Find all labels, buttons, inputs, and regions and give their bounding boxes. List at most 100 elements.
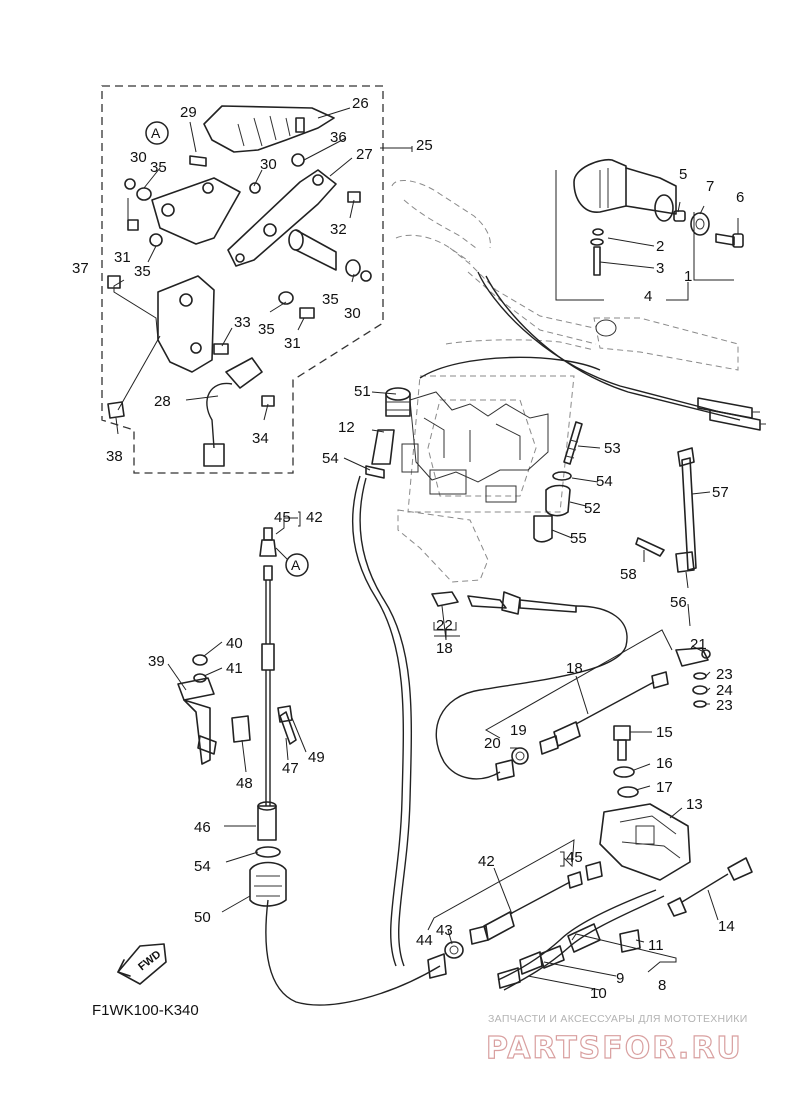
cable-18-upper: [431, 591, 628, 780]
label-28: 28: [154, 393, 171, 410]
part-33-plate: [157, 275, 215, 373]
part-26-cover: [203, 105, 335, 153]
label-25: 25: [416, 137, 433, 154]
label-16: 16: [656, 755, 673, 772]
bracket-39-group: [177, 654, 297, 765]
ref-marker-a-circle-lower: [285, 553, 309, 577]
sensor-14: [667, 857, 753, 917]
watermark-subtitle: ЗАПЧАСТИ И АКСЕССУАРЫ ДЛЯ МОТОТЕХНИКИ: [488, 1013, 748, 1025]
part-27-arm: [227, 169, 337, 267]
label-31-a: 31: [114, 249, 131, 266]
label-17: 17: [656, 779, 673, 796]
label-57: 57: [712, 484, 729, 501]
label-39: 39: [148, 653, 165, 670]
label-54-a: 54: [322, 450, 339, 467]
main-cable-loop-inner: [359, 477, 413, 967]
watermark-brand: PARTSFOR.RU: [486, 1031, 743, 1066]
label-31-b: 31: [284, 335, 301, 352]
label-53: 53: [604, 440, 621, 457]
handlebar-frame: [391, 179, 739, 583]
main-cable-loop: [351, 475, 405, 967]
label-35-c: 35: [258, 321, 275, 338]
label-26: 26: [352, 95, 369, 112]
label-3: 3: [656, 260, 664, 277]
label-5: 5: [679, 166, 687, 183]
lower-cable-harness: [497, 889, 665, 991]
label-4: 4: [644, 288, 652, 305]
cable-42-lower: [427, 861, 603, 979]
part-28-switch-harness: [203, 357, 263, 467]
part-25-bracket: [151, 177, 241, 245]
label-10: 10: [590, 985, 607, 1002]
label-15: 15: [656, 724, 673, 741]
ref-marker-a-text: A: [151, 125, 161, 141]
label-8: 8: [658, 977, 666, 994]
label-50: 50: [194, 909, 211, 926]
label-14: 14: [718, 918, 735, 935]
boot-stack-right: [533, 421, 583, 543]
label-27: 27: [356, 146, 373, 163]
part-36-cylinder: [288, 153, 361, 277]
boot-46-and-base-50: [249, 801, 287, 907]
label-35-a: 35: [150, 159, 167, 176]
grip-screws-and-caps: [590, 210, 744, 276]
part-labels: 1 2 3 4 5 6 7 8 9 10 11 12 13 14 15 16 1…: [72, 95, 744, 1002]
label-13: 13: [686, 796, 703, 813]
label-55: 55: [570, 530, 587, 547]
label-7: 7: [706, 178, 714, 195]
fwd-arrow-icon: [117, 943, 167, 985]
label-32: 32: [330, 221, 347, 238]
label-2: 2: [656, 238, 664, 255]
label-52: 52: [584, 500, 601, 517]
cable-tie-group: [635, 447, 697, 573]
label-36: 36: [330, 129, 347, 146]
label-49: 49: [308, 749, 325, 766]
label-23-b: 23: [716, 697, 733, 714]
cable-18-lower: [495, 647, 711, 781]
cable-42-vertical: [259, 527, 277, 806]
label-47: 47: [282, 760, 299, 777]
label-42-upper: 42: [306, 509, 323, 526]
leader-lines: [113, 107, 739, 991]
label-12: 12: [338, 419, 355, 436]
label-29: 29: [180, 104, 197, 121]
label-6: 6: [736, 189, 744, 206]
label-33: 33: [234, 314, 251, 331]
label-34: 34: [252, 430, 269, 447]
boot-stack-left: [365, 387, 411, 479]
junction-block: [599, 725, 691, 881]
steering-column-detail: [401, 391, 549, 503]
label-51: 51: [354, 383, 371, 400]
ref-marker-a-text-lower: A: [291, 557, 301, 573]
label-54-c: 54: [194, 858, 211, 875]
label-43: 43: [436, 922, 453, 939]
label-19: 19: [510, 722, 527, 739]
label-38: 38: [106, 448, 123, 465]
ref-marker-a-circle: [145, 121, 169, 145]
throttle-cables: [419, 271, 766, 431]
label-1: 1: [684, 268, 692, 285]
lower-left-cable: [265, 899, 441, 1006]
label-45-lower: 45: [566, 849, 583, 866]
label-20: 20: [484, 735, 501, 752]
grip-group-bracket: [555, 170, 734, 301]
label-35-d: 35: [322, 291, 339, 308]
label-22: 22: [436, 617, 453, 634]
label-30-c: 30: [344, 305, 361, 322]
diagram-code: F1WK100-K340: [92, 1002, 199, 1019]
label-30-a: 30: [130, 149, 147, 166]
label-56: 56: [670, 594, 687, 611]
handlebar-grip: [573, 158, 677, 222]
label-11: 11: [648, 937, 664, 954]
label-44: 44: [416, 932, 433, 949]
label-21: 21: [690, 636, 707, 653]
label-23-a: 23: [716, 666, 733, 683]
subassembly-frame: [101, 85, 384, 474]
label-37: 37: [72, 260, 89, 277]
label-46: 46: [194, 819, 211, 836]
label-30-b: 30: [260, 156, 277, 173]
label-35-b: 35: [134, 263, 151, 280]
label-41: 41: [226, 660, 243, 677]
